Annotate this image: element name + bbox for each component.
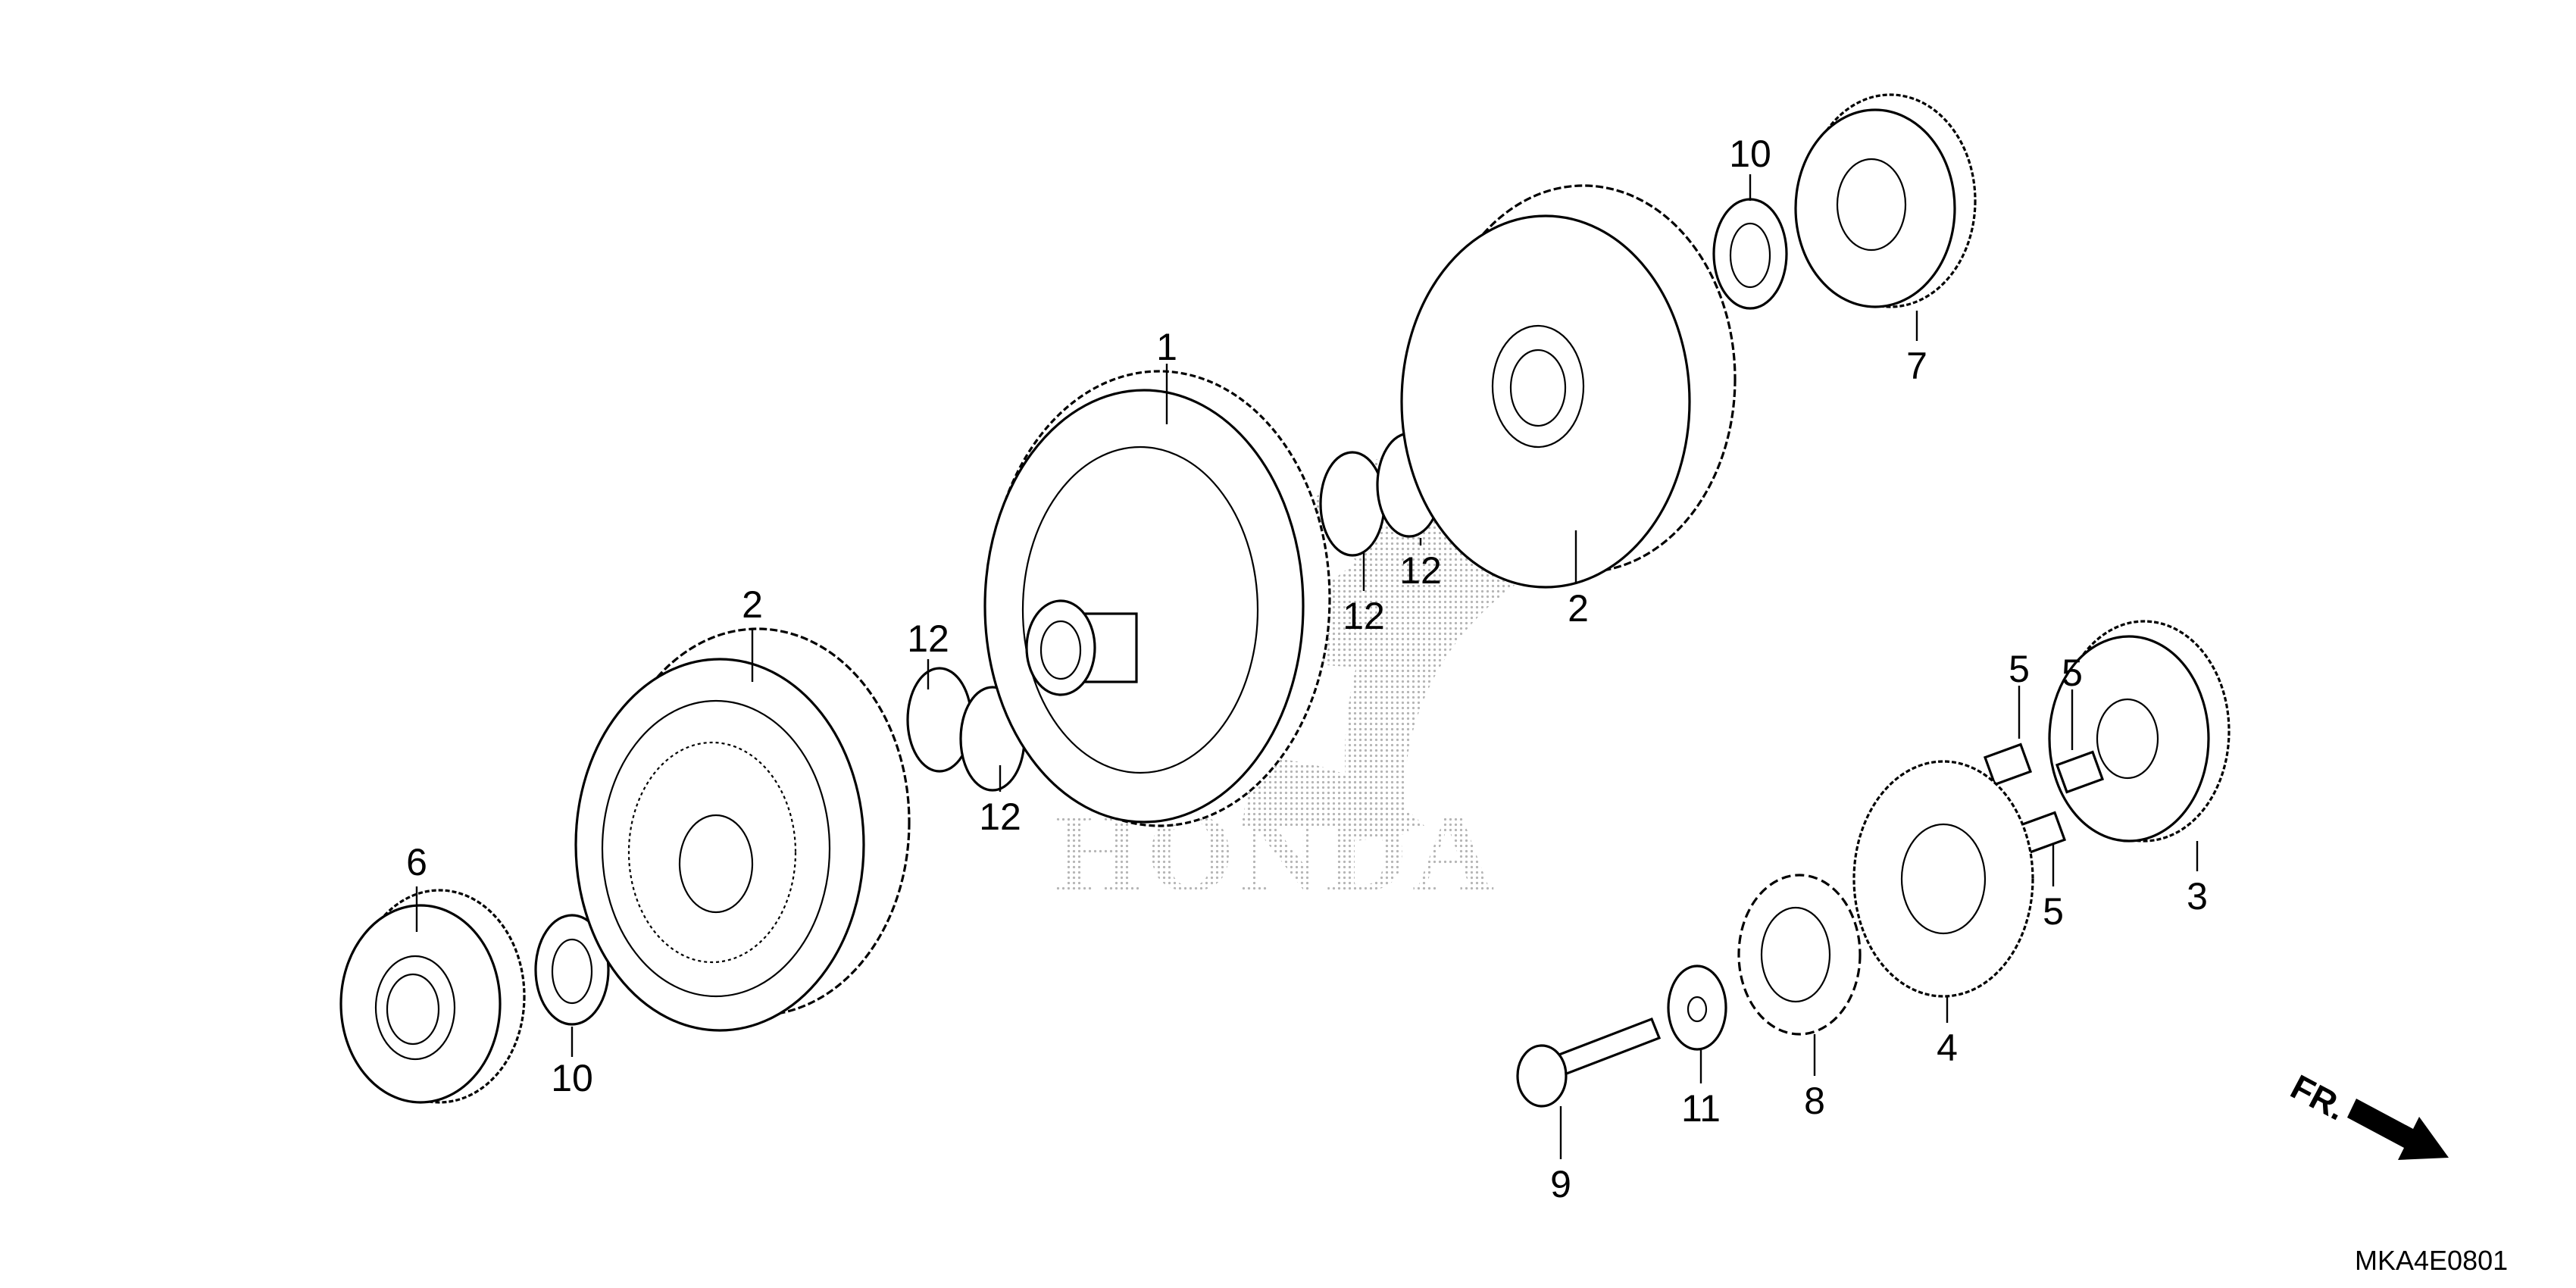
bolt-part-9 [1516,1017,1662,1108]
leader-lines [415,174,2199,1159]
spring-part-5 [1983,742,2105,855]
callout-3: 3 [2187,875,2208,918]
washer-part-10-left [534,914,610,1026]
plate-part-8 [1737,874,1862,1036]
gear-part-6 [339,889,526,1104]
callout-6: 6 [406,841,427,883]
clutch-outer-part-2-right [1400,184,1737,589]
washer-part-11 [1667,964,1727,1051]
diagram-code: MKA4E0801 [2355,1245,2508,1276]
callout-10-left: 10 [551,1057,593,1099]
callout-7: 7 [1906,345,1927,387]
gear-part-4 [1852,760,2034,998]
callout-12-a: 12 [907,617,949,660]
callout-5-a: 5 [2009,648,2030,690]
callout-2-right: 2 [1568,587,1589,630]
front-direction-label: FR. [2284,1067,2352,1128]
callout-1: 1 [1156,326,1177,368]
callout-12-d: 12 [1399,549,1442,592]
gear-part-3 [2048,620,2231,843]
washer-part-10-right [1712,198,1788,310]
callout-5-c: 5 [2043,890,2064,933]
callout-8: 8 [1804,1080,1825,1122]
front-direction-indicator: FR. [2284,1067,2449,1160]
callout-12-c: 12 [1343,595,1385,637]
gear-part-1 [983,370,1331,827]
callout-10-right: 10 [1729,133,1771,175]
callout-9: 9 [1550,1163,1571,1205]
oring-part-12-right-pair [1319,432,1443,557]
callout-12-b: 12 [979,796,1021,838]
callout-2-left: 2 [742,583,763,626]
callout-11: 11 [1681,1087,1721,1130]
front-arrow-icon [2347,1099,2449,1160]
clutch-outer-part-2-left [574,627,911,1032]
callout-4: 4 [1937,1027,1958,1069]
callout-5-b: 5 [2062,652,2083,694]
gear-part-7 [1794,93,1977,308]
